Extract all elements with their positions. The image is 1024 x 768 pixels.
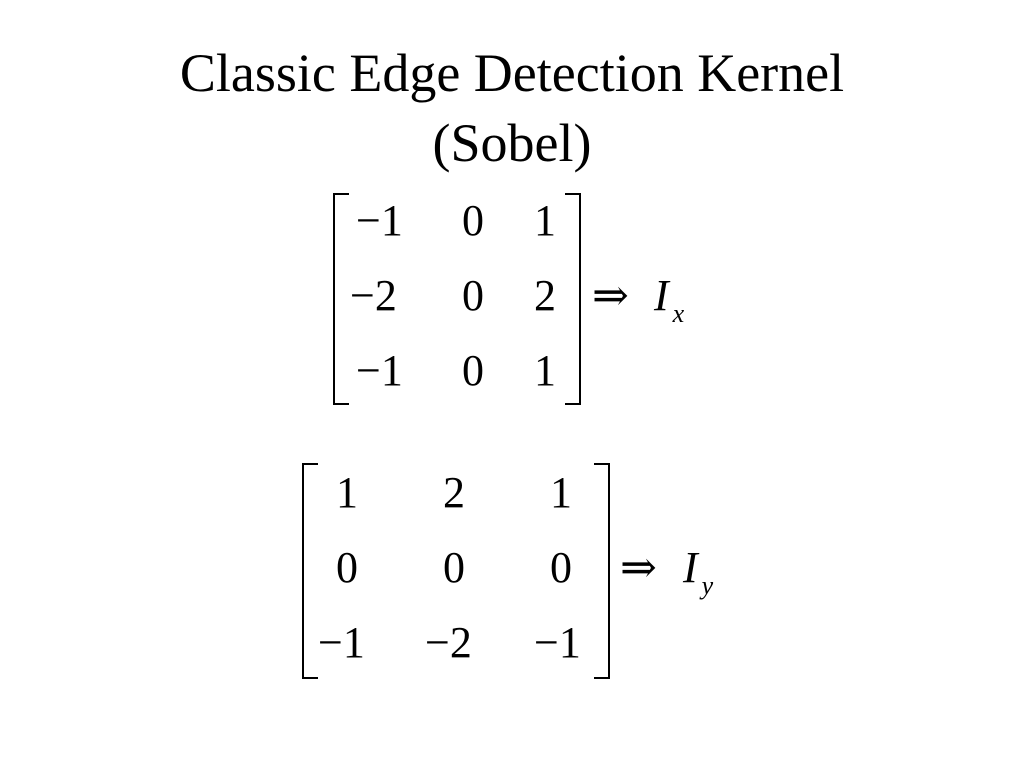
result-symbol: I [683, 543, 698, 592]
matrix-cell: 1 [534, 346, 556, 395]
result-symbol: I [654, 271, 669, 320]
matrix-cell: 2 [534, 271, 556, 320]
matrix-cell: 1 [336, 468, 358, 517]
title-line-1: Classic Edge Detection Kernel [179, 43, 845, 103]
left-bracket [333, 193, 349, 405]
right-bracket [565, 193, 581, 405]
result-subscript: y [701, 571, 714, 600]
matrix-cell: −1 [356, 346, 403, 395]
title-line-2: (Sobel) [432, 113, 592, 173]
matrix-cell: 0 [462, 346, 484, 395]
matrix-cell: 0 [550, 543, 572, 592]
implies-arrow: ⇒ [592, 270, 629, 321]
left-bracket [302, 463, 318, 679]
matrix-cell: 0 [443, 543, 465, 592]
matrix-cell: −2 [425, 618, 472, 667]
matrix-cell: 1 [550, 468, 572, 517]
matrix-cell: 2 [443, 468, 465, 517]
result-subscript: x [672, 299, 685, 328]
right-bracket [594, 463, 610, 679]
matrix-cell: −1 [356, 196, 403, 245]
matrix-cell: 0 [462, 196, 484, 245]
matrix-cell: −2 [350, 271, 397, 320]
matrix-cell: −1 [534, 618, 581, 667]
implies-arrow: ⇒ [620, 542, 657, 593]
matrix-cell: 0 [462, 271, 484, 320]
slide-title: Classic Edge Detection Kernel (Sobel) [0, 38, 1024, 178]
matrix-cell: 0 [336, 543, 358, 592]
matrix-cell: 1 [534, 196, 556, 245]
matrix-cell: −1 [318, 618, 365, 667]
